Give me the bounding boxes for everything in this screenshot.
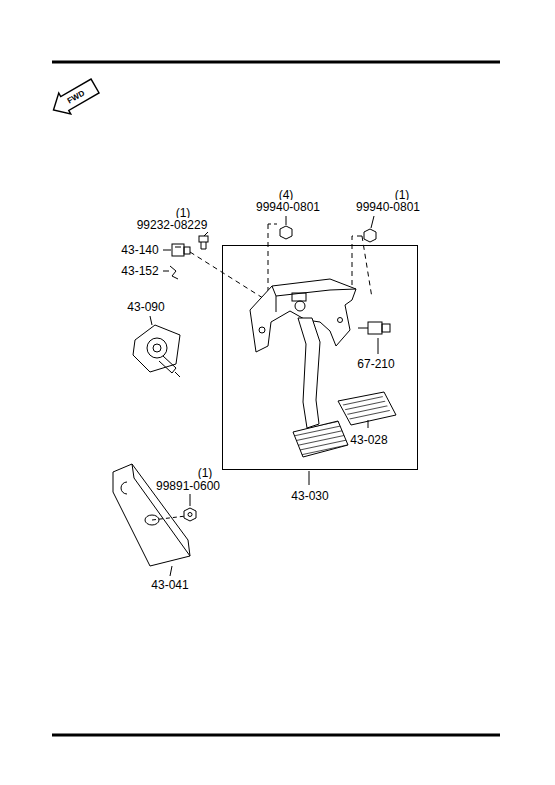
footer-rule — [52, 734, 500, 737]
part-number: 43-028 — [349, 433, 388, 447]
stop-light-switch — [358, 322, 390, 354]
part-number: 99232-08229 — [136, 218, 209, 232]
switch-plate — [133, 316, 180, 377]
part-number: 43-140 — [120, 243, 159, 257]
part-number: 43-152 — [120, 264, 159, 278]
part-number: 43-090 — [126, 300, 165, 314]
connector — [163, 244, 190, 256]
nut — [280, 216, 292, 239]
nut — [184, 494, 196, 521]
nut — [364, 216, 376, 242]
header-rule — [52, 61, 500, 64]
bolt — [199, 232, 208, 249]
part-number: 43-030 — [290, 489, 329, 503]
part-number: 67-210 — [356, 357, 395, 371]
quantity-label: (1) — [197, 466, 214, 480]
clip — [163, 266, 178, 279]
part-number: 43-041 — [150, 578, 189, 592]
forward-arrow-icon — [47, 76, 101, 121]
part-number: 99891-0600 — [155, 479, 221, 493]
part-number: 99940-0801 — [255, 200, 321, 214]
pedal-pad — [293, 421, 348, 457]
assembly-box: 67-21043-02843-030 — [222, 245, 418, 470]
pedal-bracket — [250, 279, 356, 352]
part-number: 99940-0801 — [355, 200, 421, 214]
pedal-pad-cover — [338, 392, 396, 428]
pedal-arm — [298, 318, 320, 428]
